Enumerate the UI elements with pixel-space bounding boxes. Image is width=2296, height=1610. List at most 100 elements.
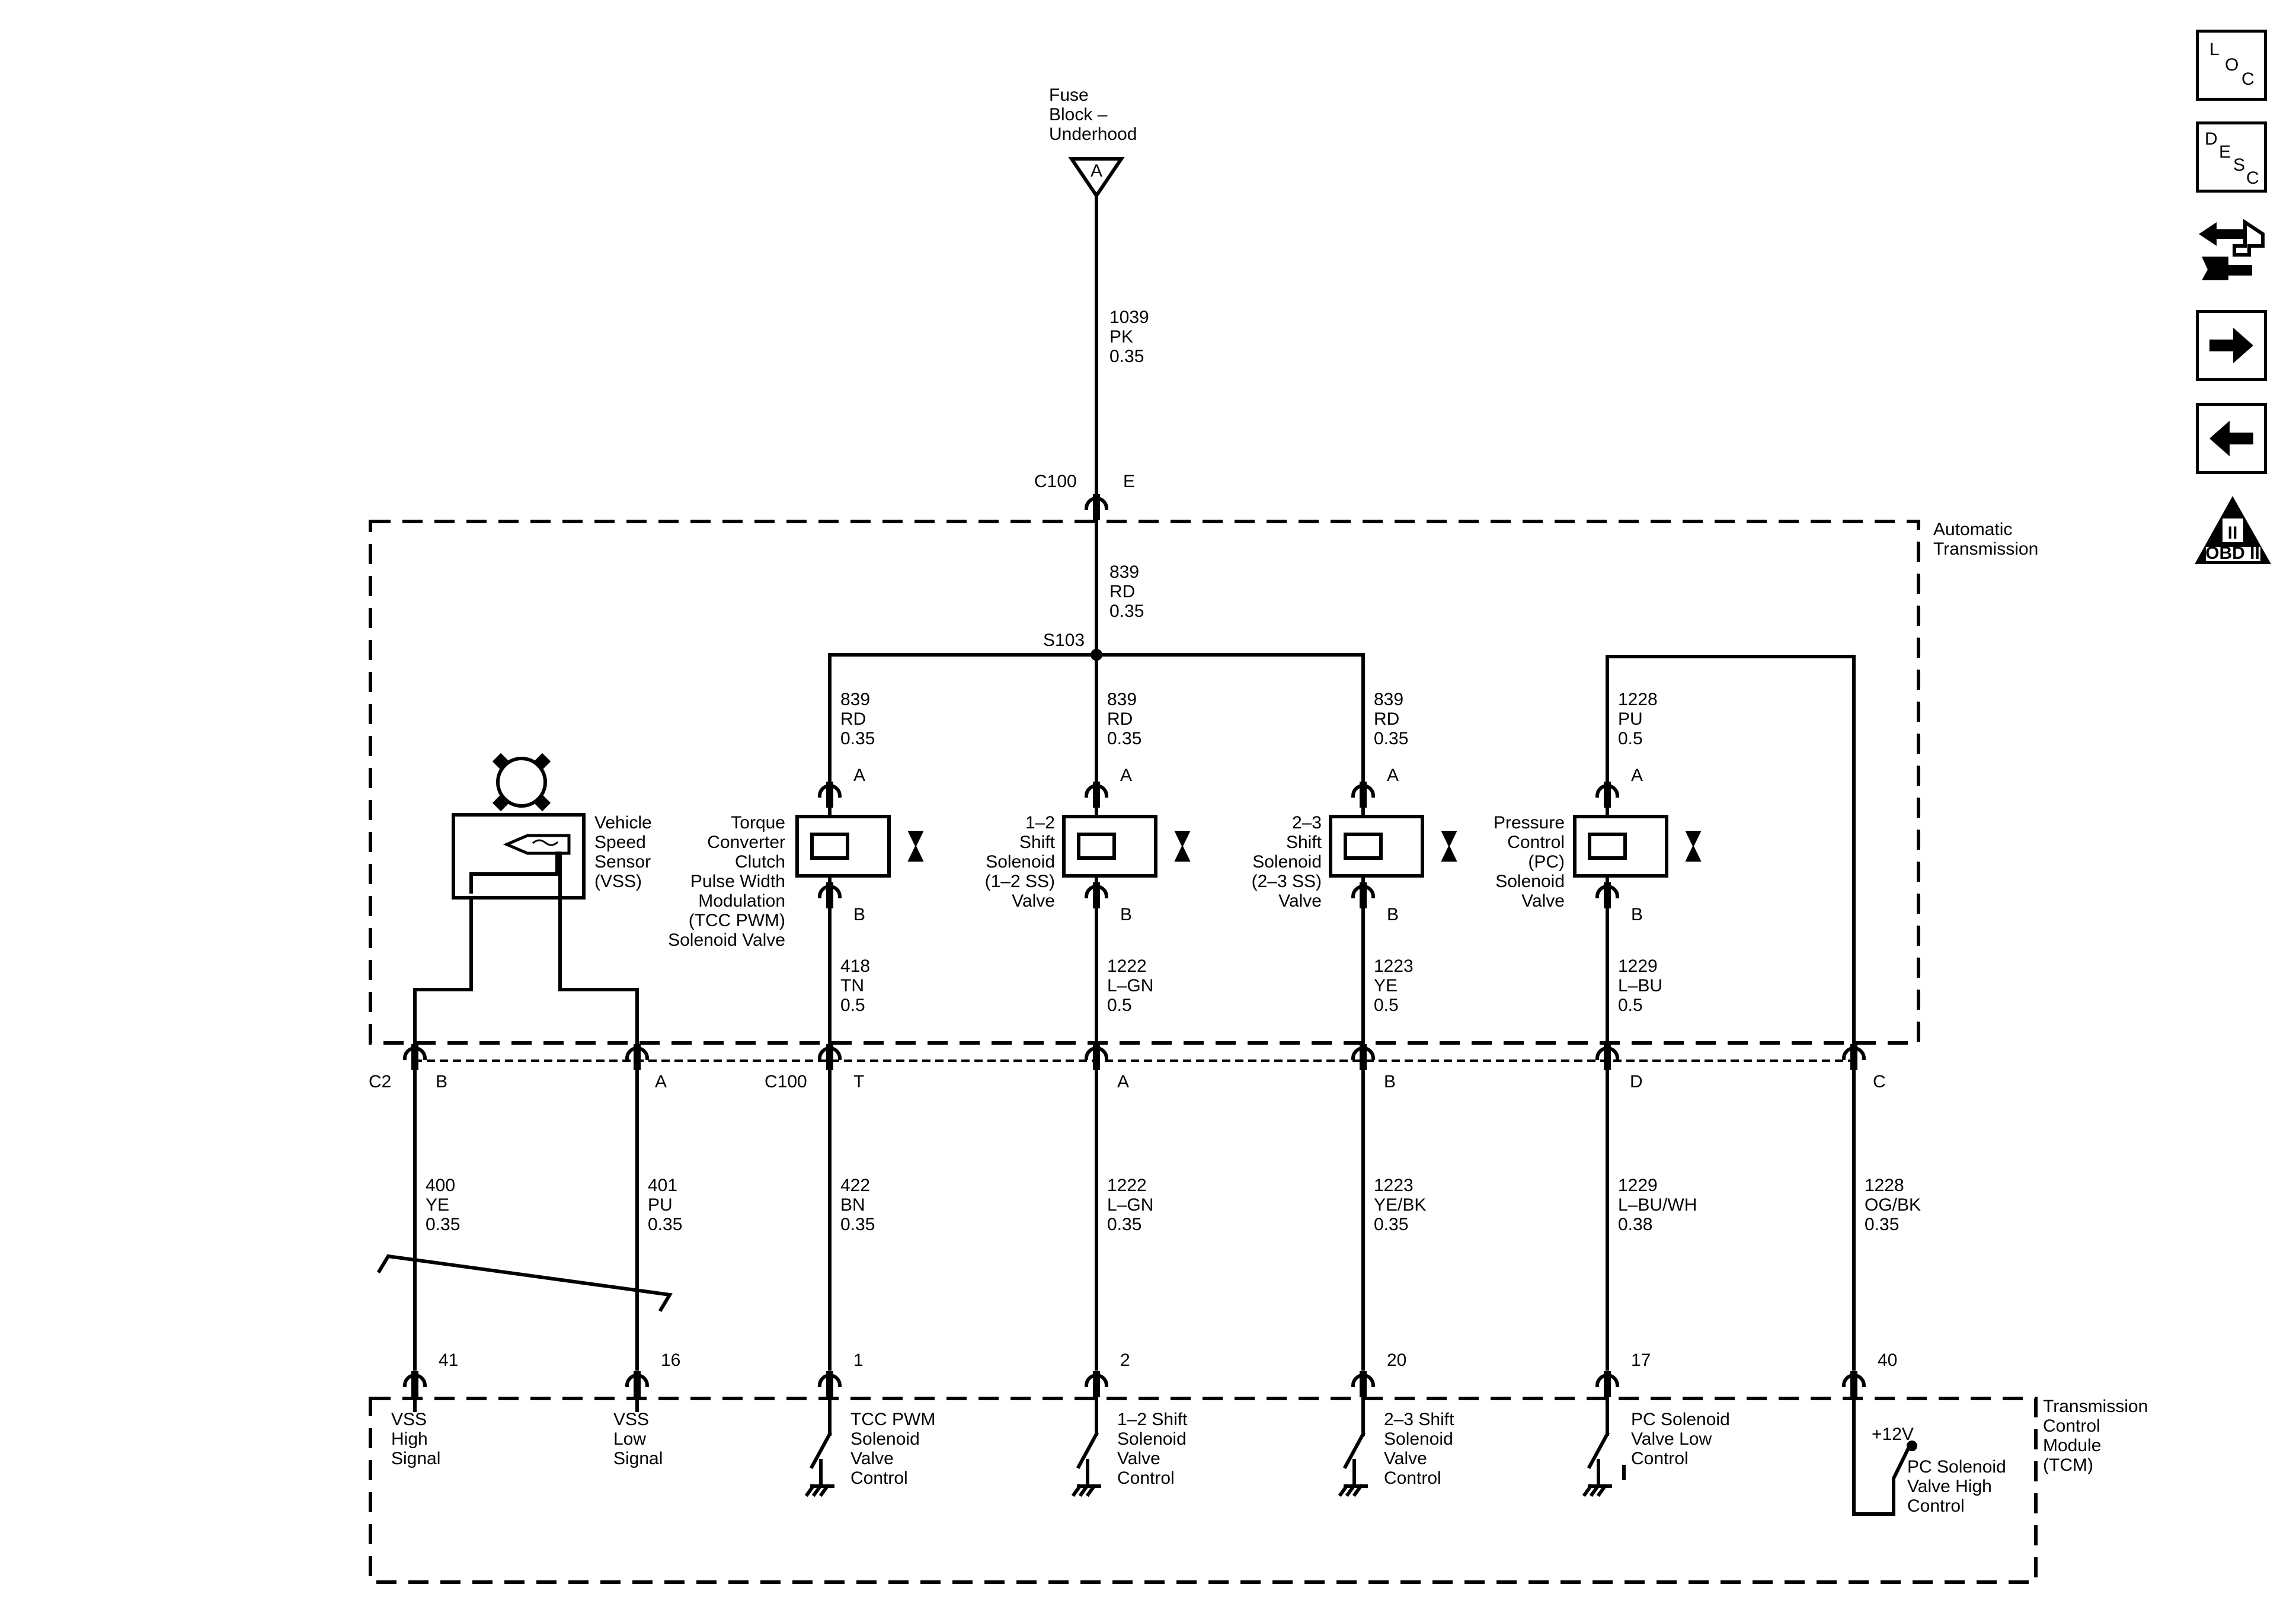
tcm-switch-blade: [1076, 1431, 1099, 1470]
tcm-label-tcc-pwm: Control: [850, 1468, 908, 1488]
tcm-label-tcc-pwm: TCC PWM: [850, 1410, 935, 1429]
ground-symbol: [811, 1483, 823, 1497]
tcm-label-tcc-pwm: Valve: [850, 1449, 894, 1468]
obd-ii-button[interactable]: II OBD II: [2193, 495, 2273, 566]
solenoid-2-bottom-wire-label: YE: [1374, 976, 1398, 996]
obd-ii-icon: II OBD II: [2195, 496, 2271, 564]
solenoid-0-name: Converter: [707, 833, 785, 852]
tcm-label-vss-low: Signal: [613, 1449, 663, 1468]
splice-s103-label: S103: [1043, 630, 1085, 650]
solenoid-2-top-wire-label: RD: [1374, 709, 1399, 729]
solenoid-0-bottom-wire-label: 0.5: [840, 996, 865, 1015]
previous-page-button[interactable]: [2196, 403, 2267, 474]
tcm-boundary: [369, 1397, 2038, 1584]
ground-symbol: [804, 1483, 816, 1497]
solenoid-0-pin-a-label: A: [853, 766, 865, 785]
ground-symbol: [1071, 1483, 1083, 1497]
tcm-label-pc-low: Valve Low: [1631, 1429, 1712, 1449]
solenoid-0-bottom-wire-label: 418: [840, 956, 870, 976]
lower-wire-4-label: 0.35: [1374, 1215, 1408, 1234]
loc-button[interactable]: L O C: [2196, 30, 2267, 101]
lower-wire-2-label: 422: [840, 1176, 870, 1195]
lower-wire-4-label: YE/BK: [1374, 1195, 1426, 1215]
ground-symbol: [1596, 1483, 1608, 1497]
next-page-button[interactable]: [2196, 310, 2267, 381]
solenoid-3-valve-symbol: [1685, 831, 1702, 862]
solenoid-3-name: Solenoid: [1495, 872, 1565, 891]
solenoid-2-bottom-wire-label: 0.5: [1374, 996, 1399, 1015]
solenoid-0-coil: [810, 833, 849, 860]
tcm-label-pc-low: PC Solenoid: [1631, 1410, 1730, 1429]
solenoid-3-bottom-wire-label: L–BU: [1618, 976, 1662, 996]
tcm-label-vss-high: VSS: [391, 1410, 427, 1429]
lower-wire-4-label: 1223: [1374, 1176, 1414, 1195]
tcm-pin-label: 1: [853, 1350, 864, 1370]
c100-pin-label: C: [1873, 1072, 1886, 1092]
solenoid-2-pin-a-label: A: [1387, 766, 1399, 785]
solenoid-3-bottom-wire-label: 1229: [1618, 956, 1658, 976]
tcm-switch-blade: [809, 1431, 833, 1470]
solenoid-2-top-wire-label: 839: [1374, 690, 1403, 709]
solenoid-0-name: Pulse Width: [690, 872, 785, 891]
ground-symbol: [1345, 1483, 1357, 1497]
ground-symbol: [1085, 1483, 1097, 1497]
solenoid-2-bottom-wire-label: 1223: [1374, 956, 1414, 976]
solenoid-1-bottom-wire-label: 0.5: [1107, 996, 1132, 1015]
solenoid-1-name: Valve: [1012, 891, 1055, 911]
vss-name: Vehicle: [594, 813, 652, 833]
solenoid-1-name: 1–2: [1025, 813, 1055, 833]
service-info-icon[interactable]: [2193, 210, 2270, 287]
lower-wire-3-label: 0.35: [1107, 1215, 1141, 1234]
ground-symbol: [1338, 1483, 1350, 1497]
solenoid-0-bottom-wire-label: TN: [840, 976, 864, 996]
tcm-switch-blade: [1342, 1431, 1366, 1470]
solenoid-1-name: Solenoid: [986, 852, 1055, 872]
tcm-name: Transmission: [2043, 1397, 2148, 1416]
tcm-label-vss-high: Signal: [391, 1449, 440, 1468]
c100-pin-label: B: [1384, 1072, 1396, 1092]
tcm-name: (TCM): [2043, 1455, 2093, 1475]
desc-button[interactable]: D E S C: [2196, 121, 2267, 193]
solenoid-1-name: (1–2 SS): [985, 872, 1055, 891]
ground-symbol: [818, 1483, 830, 1497]
tcm-pin-label: 17: [1631, 1350, 1651, 1370]
fuse-block-terminal: [1068, 157, 1125, 199]
lower-wire-6-label: 0.35: [1865, 1215, 1899, 1234]
ground-symbol: [1352, 1483, 1364, 1497]
tcm-label-vss-low: Low: [613, 1429, 646, 1449]
solenoid-2-name: 2–3: [1292, 813, 1322, 833]
solenoid-0-name: Clutch: [735, 852, 785, 872]
vss-wire-401: [558, 896, 639, 1051]
tcm-label-tcc-pwm: Solenoid: [850, 1429, 920, 1449]
wire-839-label: 839: [1109, 562, 1139, 582]
c100-top-pin-label: E: [1123, 472, 1135, 491]
desc-letter-e: E: [2219, 142, 2231, 162]
lower-wire-0-label: 0.35: [426, 1215, 460, 1234]
obd-label: OBD II: [2205, 543, 2260, 563]
vss-sensor-head: [503, 834, 571, 855]
c100-pin-label: D: [1630, 1072, 1643, 1092]
lower-wire-1-label: 0.35: [648, 1215, 682, 1234]
solenoid-3-pin-a-label: A: [1631, 766, 1643, 785]
lower-wire-5-label: L–BU/WH: [1618, 1195, 1697, 1215]
tcm-name: Module: [2043, 1436, 2101, 1455]
tcm-label-pc-low: Control: [1631, 1449, 1689, 1468]
lower-wire-1-label: PU: [648, 1195, 673, 1215]
vss-wire-400: [413, 896, 473, 1051]
automatic-transmission-boundary: [369, 520, 1920, 1045]
loc-letter-l: L: [2209, 40, 2220, 59]
tcm-label-vss-low: VSS: [613, 1410, 649, 1429]
vss-name: Speed: [594, 833, 646, 852]
tcm-label-12ss: Control: [1117, 1468, 1175, 1488]
desc-letter-d: D: [2205, 129, 2218, 149]
ground-symbol: [1589, 1483, 1601, 1497]
vss-sensor-wave: [532, 839, 559, 846]
vss-reluctor-icon: [496, 757, 547, 808]
c100-pin-label: A: [1117, 1072, 1129, 1092]
desc-letter-s: S: [2233, 155, 2246, 175]
solenoid-0-top-wire-label: 839: [840, 690, 870, 709]
obd-roman-numeral: II: [2228, 523, 2238, 543]
solenoid-2-top-wire-label: 0.35: [1374, 729, 1408, 748]
c100-pin-label: T: [853, 1072, 864, 1092]
